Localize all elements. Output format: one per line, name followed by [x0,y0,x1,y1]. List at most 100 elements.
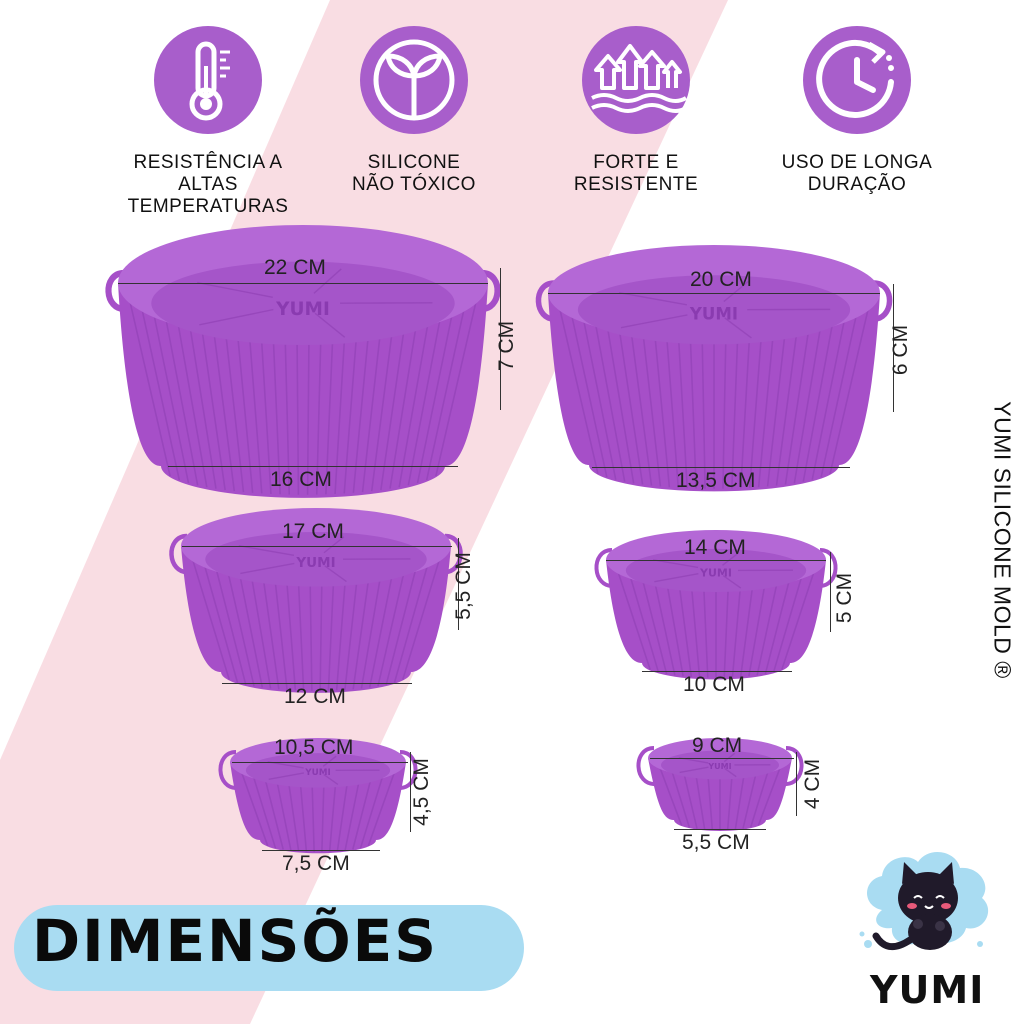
mold-floor-groove [240,562,295,575]
bottom-diameter-line [222,683,412,684]
mold-rib [264,779,284,850]
mold-floor-groove [314,312,346,338]
arrows-up-waves-icon [591,44,688,113]
feature-circle [803,26,911,134]
mold-rib [702,586,709,678]
height-label: 6 CM [889,324,913,376]
top-diameter-label: 14 CM [684,536,746,559]
mold-rib [215,568,247,685]
mold-rib [141,308,181,481]
mold-rib [367,772,396,847]
height-line [500,268,501,410]
title-pill [14,905,524,991]
mold-rib [299,783,308,852]
mold-rib [784,328,810,485]
top-diameter-line [548,293,880,294]
mold-rib [559,308,599,474]
mold-floor [205,531,427,587]
mold-rib [726,775,733,830]
mold-rib [306,335,310,495]
mold-rib [359,776,384,849]
mold-rib [642,331,662,487]
mold-rib [311,783,315,852]
mold-rib [238,574,264,688]
height-line [458,538,459,630]
mold-rib [377,571,405,687]
bottom-diameter-label: 13,5 CM [676,469,756,492]
mold-floor-groove [654,573,699,583]
mold-rib [361,330,382,493]
height-line [410,752,411,832]
mold-rib [240,772,269,847]
bottom-diameter-line [674,829,766,830]
mold-rib [811,319,846,480]
mold-rib [629,576,660,673]
mold-floor-groove [268,772,305,781]
mold-embossed-label: YUMI [275,299,330,320]
mold-rib [739,335,751,489]
mold-rib [722,336,727,489]
mold-rib [416,313,453,484]
mold-rib [820,315,858,478]
mold-rib [781,572,815,671]
top-diameter-line [232,762,408,763]
mold-wall [118,283,488,498]
mold-floor-groove [199,308,274,326]
mold-rib [802,323,834,482]
feature-strong: FORTE E RESISTENTE [526,26,746,196]
mold-floor-groove [722,552,740,566]
top-diameter-label: 20 CM [690,268,752,291]
feature-circle [154,26,262,134]
feature-non-toxic: SILICONE NÃO TÓXICO [304,26,524,196]
bottom-diameter-line [642,671,792,672]
mold-floor-groove [618,291,687,306]
mold-rib [582,319,617,480]
feature-label: FORTE E RESISTENTE [573,152,699,195]
black-cat-mascot-icon [859,851,989,951]
mold-floor [660,750,780,780]
mold-rib [328,783,337,852]
mold-embossed-label: YUMI [707,762,731,771]
mold-floor-groove [723,752,736,763]
mold-rib [250,575,272,689]
mold-rib [739,585,754,678]
top-diameter-label: 9 CM [692,734,743,757]
mold-rib [594,323,626,482]
height-label: 5,5 CM [451,552,475,620]
mold-rib [401,559,441,680]
top-diameter-label: 10,5 CM [274,736,354,759]
bottom-diameter-line [592,467,850,468]
height-label: 4,5 CM [409,758,433,826]
leaf-sprout-icon [373,39,455,121]
mold-rib [274,578,288,691]
mold-floor-groove [679,766,709,774]
mold-rib [398,321,430,488]
top-diameter-label: 22 CM [264,256,326,279]
height-line [796,752,797,816]
mold-floor-groove [722,575,742,589]
mold-embossed-label: YUMI [295,555,335,571]
mold-floor-groove [723,280,749,303]
mold-rib [287,782,300,852]
mold-rib [425,308,465,481]
mold-handle-left [169,533,190,575]
mold-rib [335,579,347,691]
mold-rib [176,321,208,488]
mold-rib [677,335,689,489]
mold-rib [748,334,763,488]
feature-label: USO DE LONGA DURAÇÃO [781,152,933,195]
mold-rib [321,783,325,852]
mold-rib [829,308,869,474]
bottom-diameter-label: 10 CM [683,673,745,696]
mold-rib [252,776,277,849]
mold-handle-left [218,750,239,790]
mold-floor-groove [238,545,295,557]
mold-floor-groove [322,755,337,767]
mold-rib [153,313,190,484]
clock-icon [816,39,894,118]
mold-rib [723,586,730,678]
mold-rib [772,576,803,673]
mold-handle-left [594,548,615,588]
mold-floor-groove [324,565,347,583]
mold-rib [695,774,706,830]
